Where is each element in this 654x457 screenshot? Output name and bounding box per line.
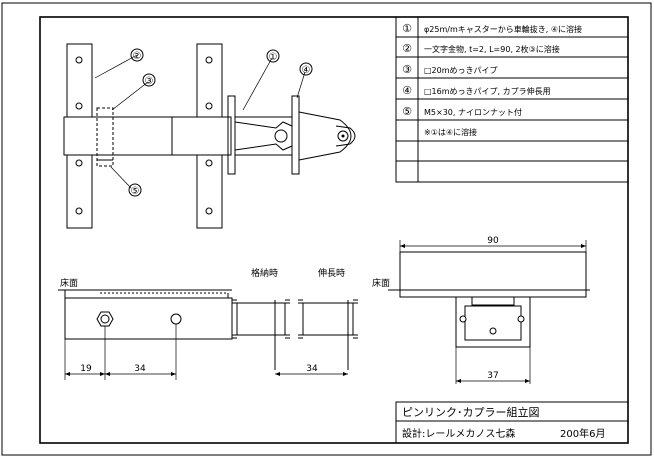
callout-3-label: ③: [145, 76, 154, 87]
callout-1-label: ①: [269, 52, 278, 63]
side-floor-label: 床面: [60, 277, 78, 289]
callout-4-label: ④: [302, 65, 311, 76]
coupler-head: [298, 111, 352, 161]
parts-row-3-number: ③: [402, 63, 412, 76]
drawing-frame: [39, 16, 629, 444]
callout-3-marker: [142, 73, 156, 87]
title-block: ピンリンク･カプラー組立図 設計:レールメカノス七森 200年6月: [395, 401, 629, 444]
callout-2-label: ②: [133, 51, 142, 62]
dim-34: 34: [134, 364, 146, 374]
parts-row-1-number: ①: [402, 22, 412, 35]
callout-1-marker: [266, 49, 280, 63]
parts-row-4-number: ④: [402, 84, 412, 97]
parts-table: ① φ25m/mキャスターから車輪抜き, ④に溶接 ② 一文字金物, t=2, …: [395, 16, 629, 183]
parts-row-4-description: □16mめっきパイプ, カプラ伸長用: [424, 86, 551, 96]
callout-5-marker: [128, 183, 142, 197]
main-pipe: [63, 116, 232, 156]
dim-34-extended: 34: [306, 364, 318, 374]
pipe-flange-right: [291, 95, 300, 175]
bolt-hidden-outline: [96, 107, 114, 167]
end-floor-label: 床面: [372, 277, 390, 289]
caster-fork: [234, 121, 293, 151]
end-view: 床面 90 37: [372, 236, 590, 384]
fork-pivot: [274, 129, 288, 143]
dim-19: 19: [80, 364, 92, 374]
side-pipe-body: [64, 297, 233, 340]
top-view: ② ③ ① ④ ⑤: [63, 43, 356, 229]
designer-credit: 設計:レールメカノス七森: [402, 427, 515, 440]
extended-label: 伸長時: [318, 267, 345, 279]
parts-row-2-number: ②: [402, 42, 412, 55]
drawing-title: ピンリンク･カプラー組立図: [402, 405, 540, 419]
dim-37: 37: [487, 371, 498, 381]
stored-label: 格納時: [251, 267, 278, 279]
side-bolt-hole: [170, 313, 182, 325]
parts-row-5-number: ⑤: [402, 105, 412, 118]
drawing-date: 200年6月: [560, 427, 605, 440]
side-bolt-nut: [96, 311, 114, 327]
dim-90: 90: [487, 236, 499, 246]
parts-row-1-description: φ25m/mキャスターから車輪抜き, ④に溶接: [424, 24, 582, 34]
parts-row-5-description: M5×30, ナイロンナット付: [424, 107, 522, 117]
side-view: 床面 格納時 伸長時: [58, 267, 358, 380]
callout-5-label: ⑤: [131, 186, 140, 197]
parts-row-2-description: 一文字金物, t=2, L=90, 2枚③に溶接: [424, 44, 560, 54]
parts-row-6-description: ※①は④に溶接: [424, 127, 477, 137]
callout-4-marker: [299, 62, 313, 76]
parts-row-3-description: □20mめっきパイプ: [424, 66, 498, 75]
callout-2-marker: [130, 48, 144, 62]
pipe-flange-left: [227, 95, 236, 175]
title-block-border: [395, 401, 629, 444]
